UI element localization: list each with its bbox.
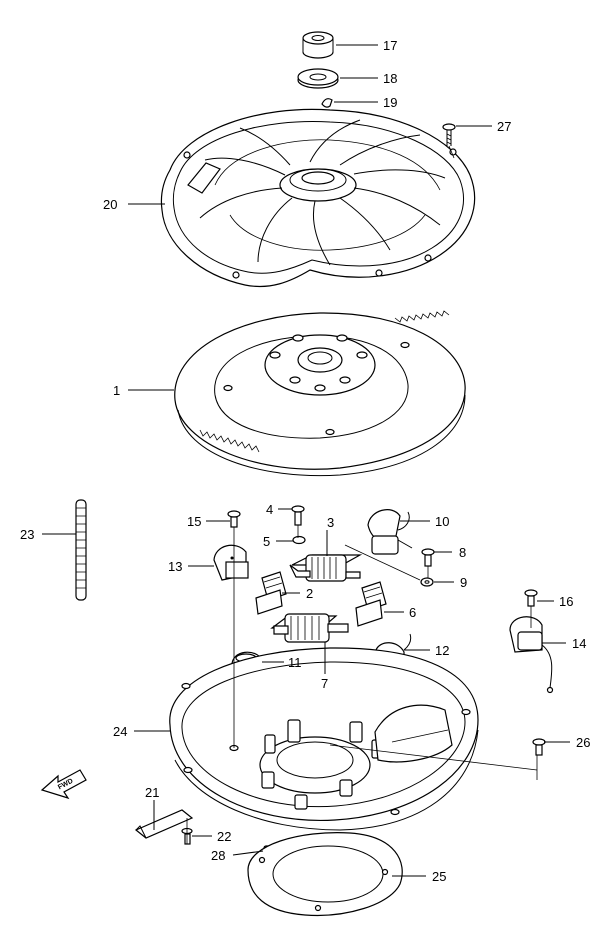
callout-28: 28 (211, 848, 225, 863)
part-16-screw (524, 589, 538, 607)
callout-13: 13 (168, 559, 182, 574)
fwd-arrow-icon: FWD (40, 769, 87, 800)
callout-labels: 17 18 19 27 20 1 23 15 4 3 10 5 8 13 9 2… (20, 38, 590, 884)
callout-25: 25 (432, 869, 446, 884)
callout-20: 20 (103, 197, 117, 212)
callout-22: 22 (217, 829, 231, 844)
callout-6: 6 (409, 605, 416, 620)
part-9-nut (420, 577, 434, 587)
part-27-screw (442, 123, 456, 146)
part-6-coil (355, 581, 387, 627)
callout-12: 12 (435, 643, 449, 658)
callout-21: 21 (145, 785, 159, 800)
part-23-tube (75, 499, 87, 601)
part-5-nut (292, 535, 306, 545)
callout-9: 9 (460, 575, 467, 590)
part-19-key (321, 98, 333, 108)
callout-17: 17 (383, 38, 397, 53)
callout-8: 8 (459, 545, 466, 560)
part-7-coil (270, 613, 349, 643)
part-26-screw (532, 738, 546, 756)
callout-19: 19 (383, 95, 397, 110)
part-17-nut (302, 31, 334, 59)
callout-23: 23 (20, 527, 34, 542)
part-1-flywheel (174, 310, 466, 477)
callout-27: 27 (497, 119, 511, 134)
callout-14: 14 (572, 636, 586, 651)
callout-1: 1 (113, 383, 120, 398)
callout-15: 15 (187, 514, 201, 529)
callout-10: 10 (435, 514, 449, 529)
part-13-clamp (213, 544, 249, 581)
callout-2: 2 (306, 586, 313, 601)
callout-18: 18 (383, 71, 397, 86)
callout-4: 4 (266, 502, 273, 517)
part-2-coil (255, 571, 287, 615)
callout-26: 26 (576, 735, 590, 750)
assembly-lines (186, 145, 538, 844)
part-3-coil (289, 554, 363, 582)
part-8-screw (421, 548, 435, 567)
part-15-screw (227, 510, 241, 528)
part-14-sensor (509, 616, 554, 694)
part-18-washer (297, 68, 339, 89)
part-4-screw (291, 505, 305, 526)
callout-3: 3 (327, 515, 334, 530)
callout-24: 24 (113, 724, 127, 739)
callout-11: 11 (288, 655, 302, 670)
part-25-plate (247, 832, 403, 917)
part-21-clamp (134, 809, 194, 839)
part-10-pulser (367, 509, 413, 555)
callout-7: 7 (321, 676, 328, 691)
leader-lines (42, 44, 570, 877)
callout-5: 5 (263, 534, 270, 549)
part-24-stator-base (169, 647, 479, 831)
part-20-flywheel-cover (160, 108, 476, 288)
callout-16: 16 (559, 594, 573, 609)
